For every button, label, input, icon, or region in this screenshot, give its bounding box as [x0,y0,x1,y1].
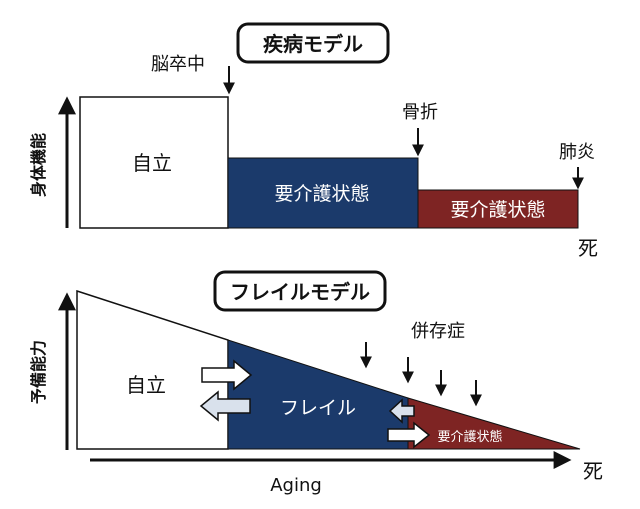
frailty-y-axis-label: 予備能力 [29,340,48,404]
disease-independent-box [79,96,229,229]
event-stroke-label: 脳卒中 [151,54,205,75]
transition-arrow-forward-1 [201,359,253,391]
disease-independent-label: 自立 [132,151,172,175]
transition-arrow-back-2 [388,398,415,424]
event-pneumonia-label: 肺炎 [559,142,595,163]
frailty-x-axis-label: Aging [270,475,322,496]
disease-model-panel: 疾病モデル 身体機能 自立 要介護状態 要介護状態 脳卒中 骨折 肺炎 死 [29,22,598,260]
frailty-model-title-box [213,270,387,312]
frailty-label: フレイル [280,397,356,419]
disease-death-label: 死 [578,236,598,260]
disease-care-state-1-label: 要介護状態 [274,183,369,205]
disease-model-title-box [236,22,390,64]
frailty-care-state-region [407,397,581,450]
transition-arrow-forward-2 [387,421,431,449]
disease-model-title: 疾病モデル [263,32,363,56]
comorbidity-label: 併存症 [411,321,465,342]
transition-arrow-back-1 [199,390,251,422]
frailty-independent-label: 自立 [126,373,166,397]
frailty-death-label: 死 [583,459,603,483]
disease-care-state-2-label: 要介護状態 [450,199,545,221]
disease-care-state-2 [417,189,579,229]
disease-y-axis-label: 身体機能 [29,133,48,197]
frailty-model-panel: フレイルモデル 予備能力 Aging 自立 フレイル 要介護状態 併存症 死 [29,270,603,496]
frailty-care-state-label: 要介護状態 [437,429,502,445]
frailty-region [227,339,409,450]
event-fracture-label: 骨折 [402,102,438,123]
frailty-model-title: フレイルモデル [230,280,370,304]
disease-care-state-1 [227,157,419,229]
